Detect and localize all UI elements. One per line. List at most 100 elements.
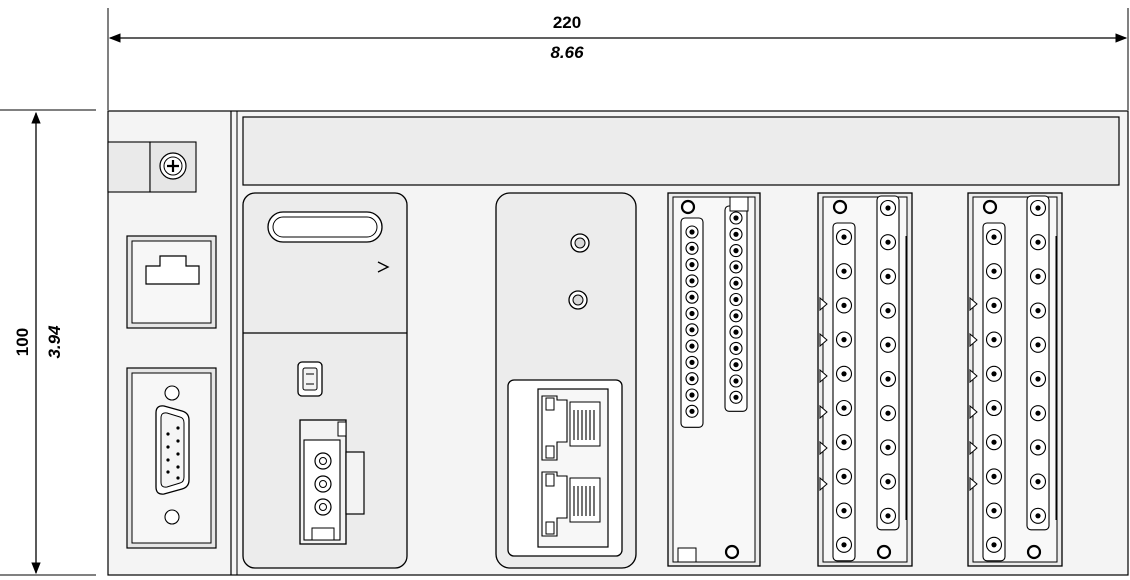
wedge-marker-icon xyxy=(969,440,978,456)
terminal-screw-icon xyxy=(1029,199,1047,217)
terminal-screw-icon xyxy=(985,263,1003,280)
latch-tab xyxy=(729,196,749,212)
latch-tab xyxy=(677,547,697,563)
terminal-screw-icon xyxy=(729,374,743,388)
wedge-marker-icon xyxy=(819,296,828,312)
release-hole-icon xyxy=(982,199,998,215)
io-terminal-blocks xyxy=(667,192,1063,567)
cpu-module-housing xyxy=(242,192,408,569)
power-connector[interactable] xyxy=(299,419,365,545)
wedge-marker-icon xyxy=(969,332,978,348)
wedge-marker-icon xyxy=(969,368,978,384)
terminal-screw-icon xyxy=(879,268,897,285)
power-latch xyxy=(345,451,365,515)
terminal-screw-icon xyxy=(1029,234,1047,251)
wedge-marker-icon xyxy=(969,296,978,312)
terminal-screw-icon xyxy=(879,199,897,217)
wedge-marker-icon xyxy=(819,368,828,384)
db9-screw-bottom-icon xyxy=(164,509,180,525)
terminal-screw-icon xyxy=(985,297,1003,314)
terminal-screw-icon xyxy=(879,507,897,524)
chevron-right-icon xyxy=(377,261,390,273)
terminal-screw-icon xyxy=(835,331,853,348)
wedge-marker-icon xyxy=(819,332,828,348)
network-module xyxy=(495,192,637,569)
terminal-screw-icon xyxy=(835,434,853,451)
terminal-screw-icon xyxy=(729,325,743,339)
release-hole-icon xyxy=(876,544,892,560)
terminal-screw-icon xyxy=(985,331,1003,348)
terminal-screw-icon xyxy=(729,390,743,404)
terminal-screw-icon xyxy=(985,434,1003,451)
terminal-screw-icon xyxy=(835,399,853,417)
led-1 xyxy=(570,233,590,253)
mounting-screw-icon xyxy=(159,152,187,180)
cpu-release-slot[interactable] xyxy=(267,211,383,243)
terminal-screw-icon xyxy=(729,309,743,323)
terminal-screw-icon xyxy=(729,292,743,307)
terminal-screw-icon xyxy=(985,399,1003,417)
terminal-screw-icon xyxy=(835,502,853,519)
terminal-screw-icon xyxy=(685,241,699,255)
db9-pins xyxy=(166,426,180,480)
cpu-module xyxy=(242,192,408,569)
rj45-jack-upper[interactable] xyxy=(541,395,601,461)
terminal-screw-icon xyxy=(835,263,853,280)
width-mm-label: 220 xyxy=(553,13,581,32)
terminal-screw-icon xyxy=(685,290,699,304)
terminal-screw-icon xyxy=(729,341,743,355)
terminal-screw-icon xyxy=(835,536,853,553)
dual-rj45-jack[interactable] xyxy=(507,379,623,557)
release-hole-icon xyxy=(832,199,848,215)
power-terminal-icons xyxy=(314,452,332,516)
terminal-screw-icon xyxy=(879,302,897,319)
led-2 xyxy=(568,290,588,310)
terminal-screw-icon xyxy=(685,323,699,337)
terminal-screw-icon xyxy=(1029,473,1047,490)
terminal-screw-icon xyxy=(835,297,853,314)
terminal-screw-icon xyxy=(879,234,897,251)
release-hole-icon xyxy=(1026,544,1042,560)
terminal-screw-icon xyxy=(835,228,853,246)
terminal-screw-icon xyxy=(879,336,897,353)
release-hole-icon xyxy=(680,199,696,215)
width-in-label: 8.66 xyxy=(550,43,584,62)
terminal-screw-icon xyxy=(685,355,699,369)
terminal-screw-icon xyxy=(985,468,1003,485)
terminal-screw-icon xyxy=(729,260,743,274)
terminal-screw-icon xyxy=(879,370,897,388)
wedge-marker-icon xyxy=(819,476,828,492)
terminal-screw-icon xyxy=(1029,405,1047,422)
terminal-screw-icon xyxy=(685,274,699,288)
rj45-jack-lower[interactable] xyxy=(541,471,601,537)
terminal-screw-icon xyxy=(1029,302,1047,319)
io-terminal-block-2[interactable] xyxy=(817,192,913,567)
usb-mini-port[interactable] xyxy=(297,361,323,397)
width-dimension: 220 8.66 xyxy=(107,8,1129,110)
terminal-screw-icon xyxy=(1029,439,1047,456)
height-dimension: 100 3.94 xyxy=(0,109,96,576)
db9-serial-port[interactable] xyxy=(126,367,217,549)
terminal-screw-icon xyxy=(685,404,699,418)
wedge-marker-icon xyxy=(819,404,828,420)
terminal-screw-icon xyxy=(879,405,897,422)
terminal-screw-icon xyxy=(685,372,699,386)
terminal-screw-icon xyxy=(985,502,1003,519)
terminal-screw-icon xyxy=(729,211,743,225)
terminal-screw-icon xyxy=(685,225,699,239)
terminal-screw-icon xyxy=(1029,268,1047,285)
terminal-screw-icon xyxy=(685,306,699,321)
wedge-marker-icon xyxy=(819,440,828,456)
io-terminal-block-3[interactable] xyxy=(967,192,1063,567)
io-terminal-block-1[interactable] xyxy=(667,192,761,567)
wedge-marker-icon xyxy=(969,404,978,420)
rj45-port[interactable] xyxy=(126,235,217,329)
wedge-marker-icon xyxy=(969,476,978,492)
terminal-screw-icon xyxy=(835,468,853,485)
screw-housing xyxy=(149,141,197,193)
terminal-screw-icon xyxy=(835,365,853,382)
terminal-screw-icon xyxy=(1029,336,1047,353)
mounting-tab xyxy=(107,141,151,193)
